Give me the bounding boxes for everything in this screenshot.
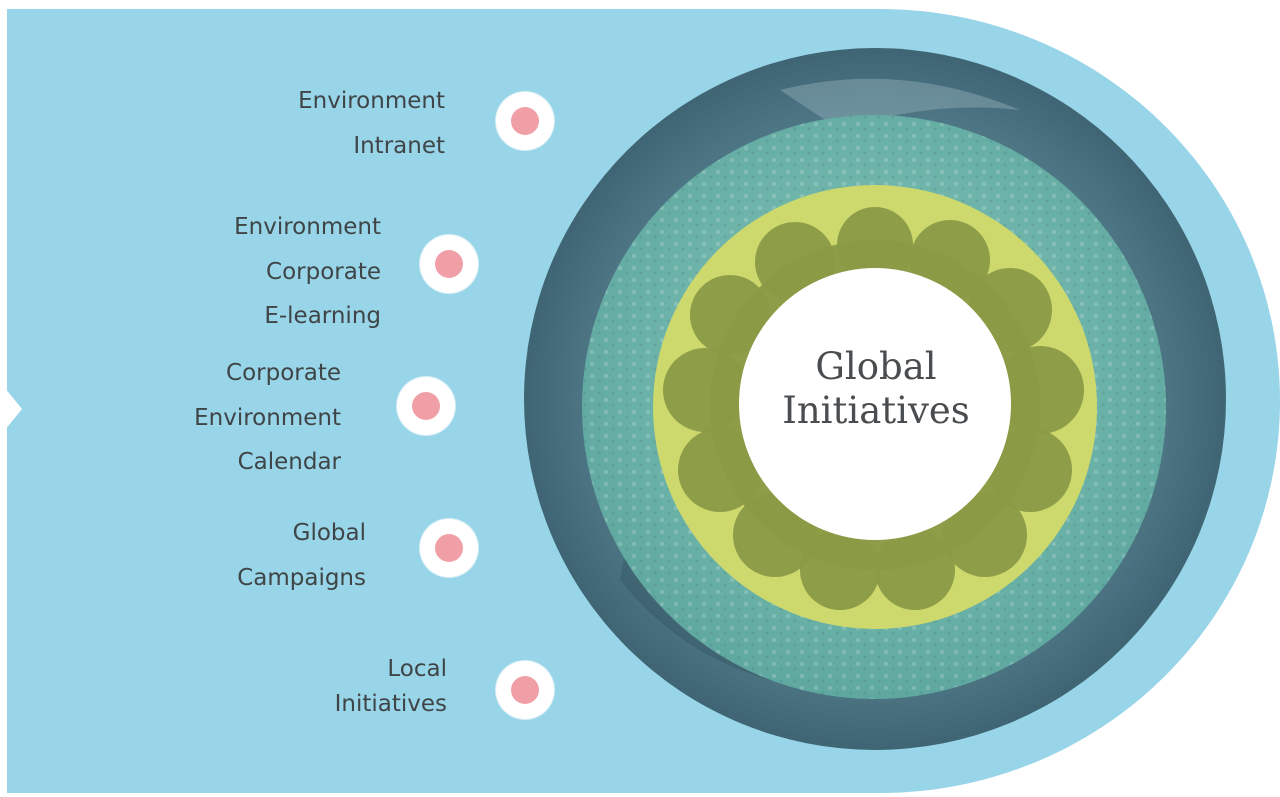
marker-dot: [511, 676, 539, 704]
label-local-initiatives: Local Initiatives: [334, 656, 447, 717]
left-notch: [0, 382, 22, 436]
marker-environment-corporate-e-learning[interactable]: [420, 235, 478, 293]
center-title: Global Initiatives: [740, 345, 1012, 433]
marker-dot: [511, 107, 539, 135]
label-environment-intranet: Environment Intranet: [298, 88, 445, 159]
marker-global-campaigns[interactable]: [420, 519, 478, 577]
label-global-campaigns: Global Campaigns: [237, 520, 366, 591]
marker-dot: [412, 392, 440, 420]
label-corporate-environment-calendar: Corporate Environment Calendar: [194, 360, 341, 475]
center-disc: [739, 268, 1011, 540]
marker-local-initiatives[interactable]: [496, 661, 554, 719]
label-environment-corporate-e-learning: Environment Corporate E-learning: [234, 214, 381, 329]
marker-corporate-environment-calendar[interactable]: [397, 377, 455, 435]
center-title-line-2: Initiatives: [782, 389, 970, 432]
marker-dot: [435, 250, 463, 278]
marker-environment-intranet[interactable]: [496, 92, 554, 150]
marker-dot: [435, 534, 463, 562]
center-title-line-1: Global: [815, 345, 937, 388]
